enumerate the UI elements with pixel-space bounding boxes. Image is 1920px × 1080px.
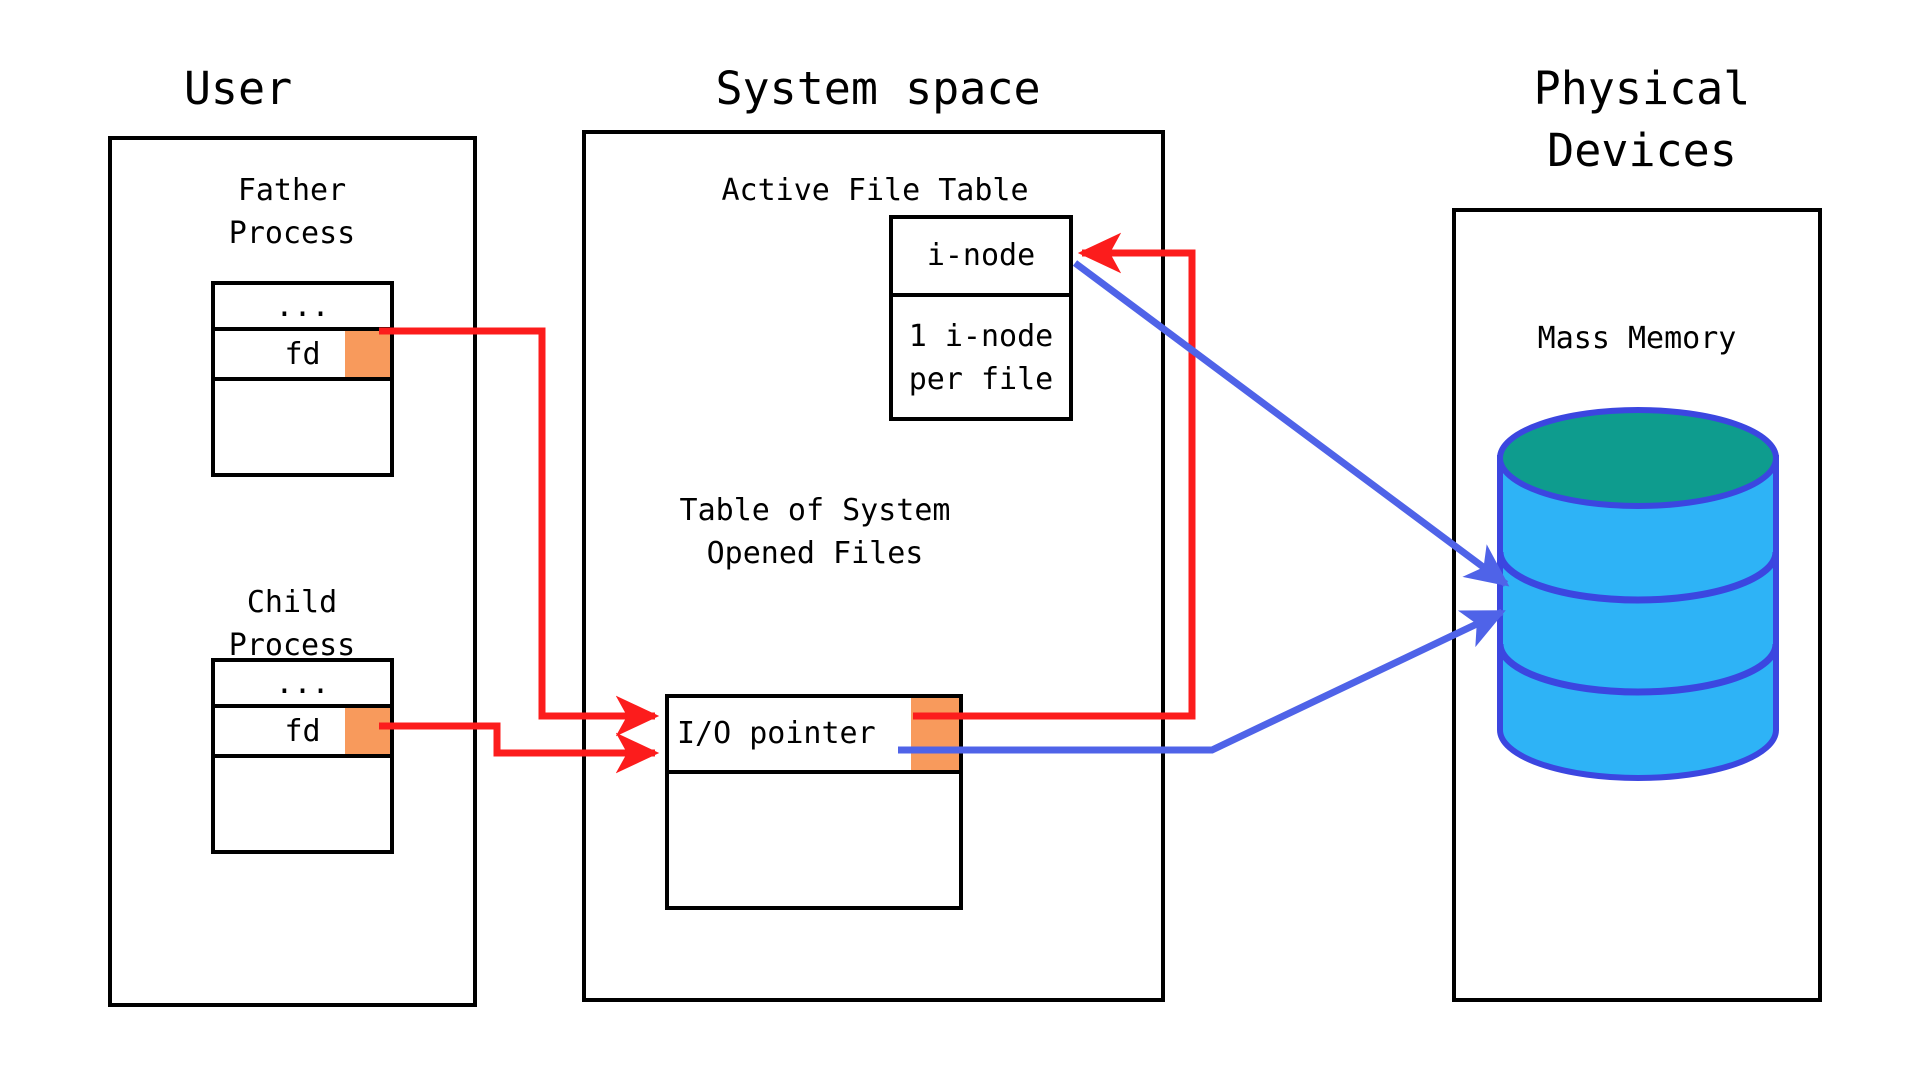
open-files-table-label: Table of System Opened Files — [679, 493, 951, 571]
active-file-table: i-node 1 i-node per file — [889, 215, 1073, 421]
system-column-title: System space — [715, 62, 1041, 115]
father-process-label: Father Process — [228, 173, 356, 251]
active-file-table-label: Active File Table — [721, 173, 1029, 208]
child-fd-row-empty — [215, 758, 390, 850]
mass-memory-label: Mass Memory — [1537, 321, 1737, 356]
io-pointer-cell[interactable] — [911, 698, 959, 770]
child-fd-row-fd[interactable]: fd — [215, 708, 390, 758]
system-open-files-table: I/O pointer — [665, 694, 963, 910]
father-fd-table: ... fd — [211, 281, 394, 477]
father-fd-cell[interactable] — [345, 331, 390, 377]
inode-description-row: 1 i-node per file — [908, 319, 1054, 397]
father-fd-row-empty — [215, 381, 390, 473]
father-fd-row-fd[interactable]: fd — [215, 331, 390, 381]
child-fd-cell[interactable] — [345, 708, 390, 754]
child-process-label: Child Process — [228, 585, 356, 663]
open-files-empty-row — [669, 774, 959, 906]
user-region-box — [108, 136, 477, 1007]
inode-row[interactable]: i-node — [893, 219, 1069, 297]
father-fd-row-ellipsis: ... — [215, 285, 390, 331]
user-column-title: User — [183, 62, 293, 115]
child-fd-table: ... fd — [211, 658, 394, 854]
child-fd-row-ellipsis: ... — [215, 662, 390, 708]
physical-region-box — [1452, 208, 1822, 1002]
physical-column-title: Physical Devices — [1533, 62, 1751, 178]
io-pointer-row[interactable]: I/O pointer — [669, 698, 959, 774]
